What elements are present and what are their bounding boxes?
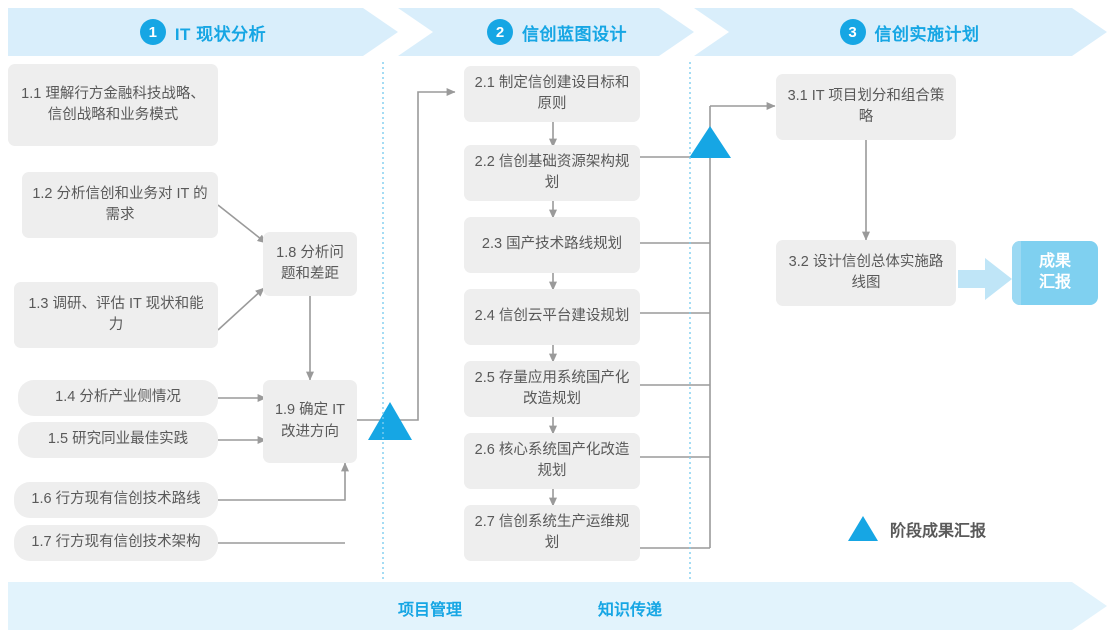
phase-title-2: 信创蓝图设计	[522, 24, 627, 44]
task-box-2-7[interactable]: 2.7 信创系统生产运维规划	[464, 505, 640, 561]
phase-banner-2[interactable]: 2 信创蓝图设计	[398, 8, 694, 56]
footer-banner: 项目管理 知识传递	[8, 582, 1107, 630]
task-box-2-1[interactable]: 2.1 制定信创建设目标和原则	[464, 66, 640, 122]
milestone-triangle-2	[689, 126, 731, 158]
phase-banner-1[interactable]: 1 IT 现状分析	[8, 8, 398, 56]
task-box-1-4[interactable]: 1.4 分析产业侧情况	[18, 380, 218, 416]
task-box-1-2[interactable]: 1.2 分析信创和业务对 IT 的需求	[22, 172, 218, 238]
legend-label: 阶段成果汇报	[890, 522, 987, 540]
triangle-marker-icon	[848, 516, 878, 541]
task-box-2-3[interactable]: 2.3 国产技术路线规划	[464, 217, 640, 273]
task-box-2-5[interactable]: 2.5 存量应用系统国产化改造规划	[464, 361, 640, 417]
result-report-line2: 汇报	[1038, 274, 1071, 291]
task-box-1-8[interactable]: 1.8 分析问题和差距	[263, 232, 357, 296]
phase-number-3: 3	[839, 19, 866, 45]
task-box-1-7[interactable]: 1.7 行方现有信创技术架构	[14, 525, 218, 561]
task-box-3-2[interactable]: 3.2 设计信创总体实施路线图	[776, 240, 956, 306]
phase-number-2: 2	[487, 19, 513, 45]
task-box-1-3[interactable]: 1.3 调研、评估 IT 现状和能力	[14, 282, 218, 348]
phase-banner-3-shape	[694, 8, 1107, 56]
result-report-line1: 成果	[1038, 253, 1071, 271]
task-box-1-9[interactable]: 1.9 确定 IT 改进方向	[263, 380, 357, 463]
task-box-2-6[interactable]: 2.6 核心系统国产化改造规划	[464, 433, 640, 489]
phase-banner-2-shape	[398, 8, 694, 56]
footer-label-project-management[interactable]: 项目管理	[398, 602, 463, 619]
task-box-2-2[interactable]: 2.2 信创基础资源架构规划	[464, 145, 640, 201]
task-box-2-4[interactable]: 2.4 信创云平台建设规划	[464, 289, 640, 345]
task-box-1-1[interactable]: 1.1 理解行方金融科技战略、信创战略和业务模式	[8, 64, 218, 146]
phase-title-3: 信创实施计划	[874, 24, 980, 44]
result-report-box[interactable]: 成果 汇报	[1012, 241, 1098, 305]
result-arrow-icon	[958, 258, 1012, 300]
phase-title-1: IT 现状分析	[174, 24, 267, 44]
phase-number-1: 1	[139, 19, 166, 45]
legend: 阶段成果汇报	[848, 516, 986, 541]
task-box-3-1[interactable]: 3.1 IT 项目划分和组合策略	[776, 74, 956, 140]
task-box-1-5[interactable]: 1.5 研究同业最佳实践	[18, 422, 218, 458]
milestone-triangle-1	[368, 402, 412, 440]
phase-banner-3[interactable]: 3 信创实施计划	[694, 8, 1107, 56]
footer-banner-shape	[8, 582, 1107, 630]
phase-banner-1-shape	[8, 8, 398, 56]
task-box-1-6[interactable]: 1.6 行方现有信创技术路线	[14, 482, 218, 518]
footer-label-knowledge-transfer[interactable]: 知识传递	[598, 602, 663, 619]
